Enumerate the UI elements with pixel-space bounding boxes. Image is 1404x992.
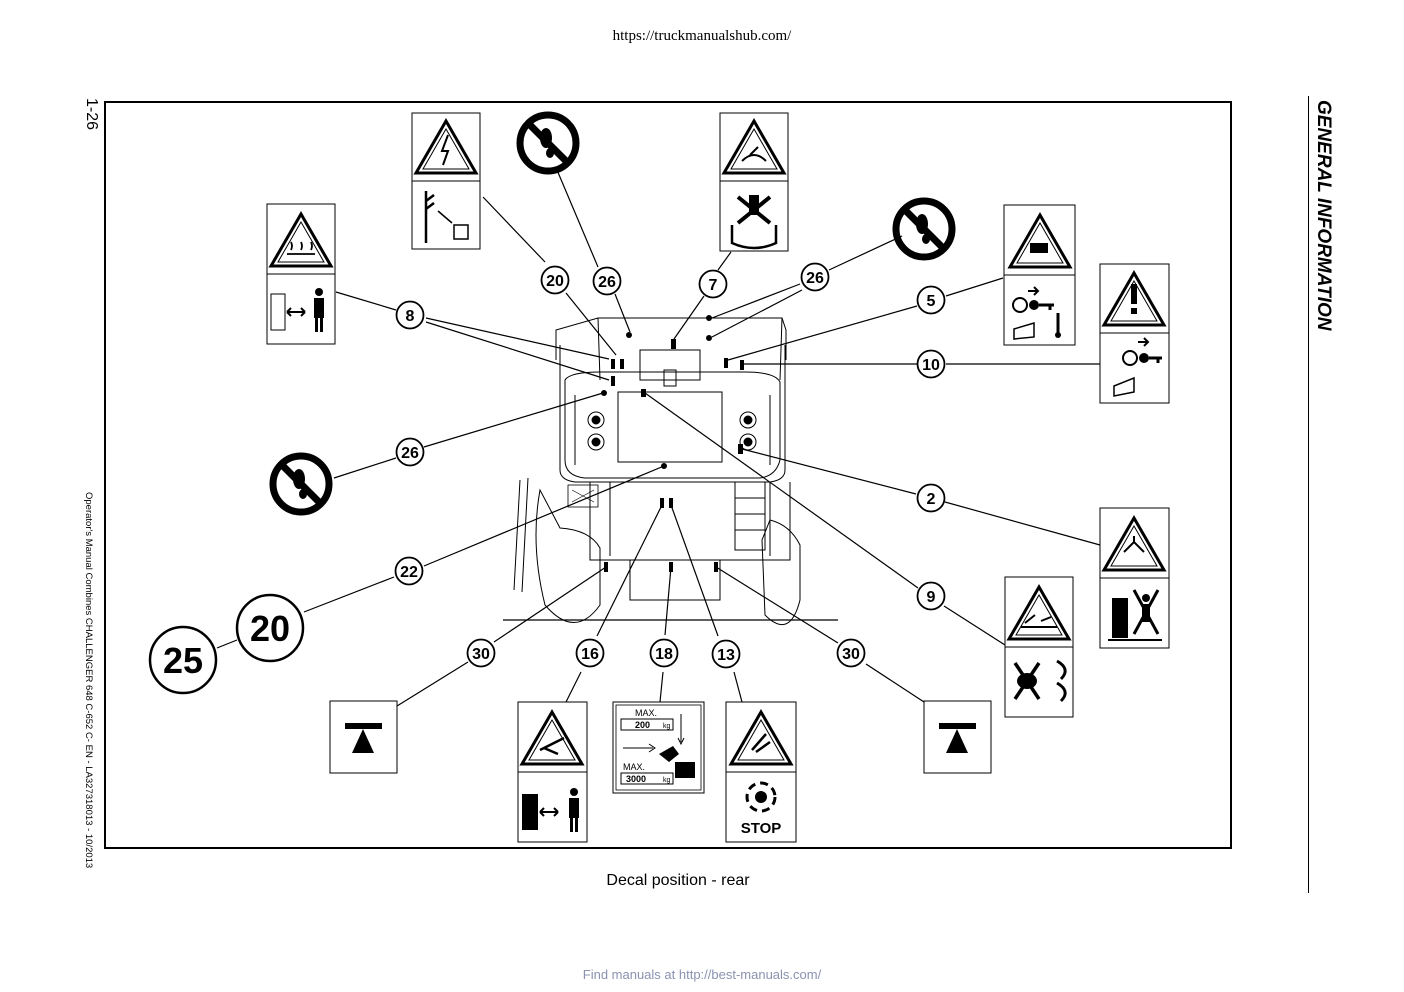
margin-rule (1308, 96, 1309, 893)
decal-entanglement (1004, 576, 1074, 718)
decal-read-manual-key (1003, 204, 1076, 346)
svg-text:200: 200 (635, 720, 650, 730)
svg-text:STOP: STOP (741, 820, 782, 837)
callout-20: 20 (540, 265, 570, 295)
svg-text:26: 26 (806, 270, 824, 287)
decal-crush-hazard (517, 701, 588, 843)
callout-26: 26 (592, 266, 622, 296)
decal-general-warning-key (1099, 263, 1170, 404)
svg-text:26: 26 (401, 445, 419, 462)
callout-2: 2 (916, 483, 946, 513)
callouts: 20 26 7 26 8 5 10 26 2 22 9 30 16 18 13 … (148, 262, 946, 695)
callout-10: 10 (916, 349, 946, 379)
svg-text:25: 25 (163, 640, 203, 681)
svg-text:10: 10 (922, 357, 940, 374)
callout-16: 16 (575, 638, 605, 668)
decal-rotating-parts-stop: STOP (725, 701, 797, 843)
callout-13: 13 (711, 639, 741, 669)
footer-link[interactable]: Find manuals at http://best-manuals.com/ (582, 967, 822, 982)
callout-8: 8 (395, 300, 425, 330)
header-url[interactable]: https://truckmanualshub.com/ (612, 28, 792, 44)
no-step-icon (273, 456, 329, 512)
decal-jack-point-right (923, 700, 992, 774)
callout-large-25: 25 (148, 625, 218, 695)
decal-max-load: MAX. 200 kg MAX. 3000 kg (612, 701, 705, 794)
svg-text:3000: 3000 (626, 774, 646, 784)
svg-text:18: 18 (655, 646, 673, 663)
svg-text:9: 9 (927, 589, 936, 606)
svg-text:MAX.: MAX. (623, 762, 645, 772)
decal-markers (601, 315, 744, 572)
combine-rear-view (503, 317, 838, 626)
figure-frame (104, 101, 1232, 849)
svg-text:16: 16 (581, 646, 599, 663)
callout-26: 26 (395, 437, 425, 467)
decal-electrical-hazard (411, 112, 481, 250)
callout-large-20: 20 (235, 593, 305, 663)
figure-caption: Decal position - rear (606, 872, 750, 889)
svg-text:26: 26 (598, 274, 616, 291)
svg-text:5: 5 (927, 293, 936, 310)
decal-auger-hazard (719, 112, 789, 252)
callout-9: 9 (916, 581, 946, 611)
decal-hot-surface (266, 203, 336, 345)
svg-text:20: 20 (546, 273, 564, 290)
callout-22: 22 (394, 556, 424, 586)
svg-text:8: 8 (406, 308, 415, 325)
svg-text:2: 2 (927, 491, 936, 508)
svg-text:22: 22 (400, 564, 418, 581)
decal-fall-hazard (1099, 507, 1170, 649)
callout-5: 5 (916, 285, 946, 315)
svg-text:13: 13 (717, 647, 735, 664)
callout-26: 26 (800, 262, 830, 292)
callout-7: 7 (698, 269, 728, 299)
svg-text:30: 30 (842, 646, 860, 663)
callout-30: 30 (836, 638, 866, 668)
svg-text:7: 7 (709, 277, 718, 294)
svg-text:20: 20 (250, 608, 290, 649)
no-step-icon (896, 201, 952, 257)
svg-text:kg: kg (663, 777, 671, 784)
no-step-icon (520, 115, 576, 171)
callout-18: 18 (649, 638, 679, 668)
decal-jack-point-left (329, 700, 398, 774)
svg-text:kg: kg (663, 723, 671, 730)
callout-30: 30 (466, 638, 496, 668)
leader-lines (216, 169, 1101, 707)
svg-text:30: 30 (472, 646, 490, 663)
svg-text:MAX.: MAX. (635, 708, 657, 718)
